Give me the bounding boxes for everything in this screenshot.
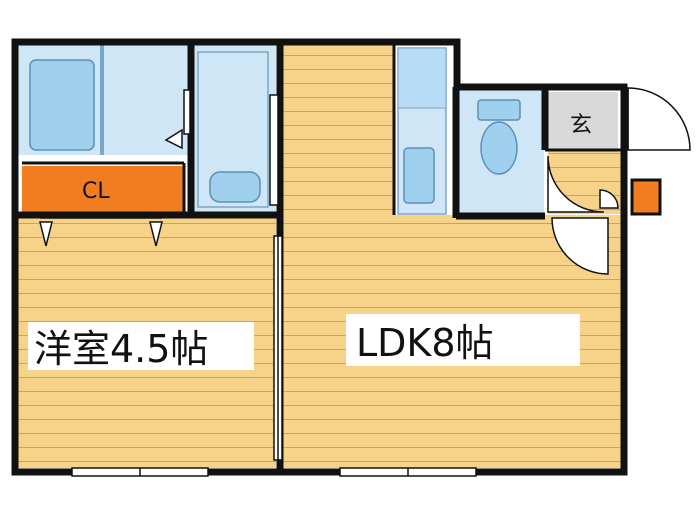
kitchen-counter-top [397, 47, 447, 109]
toilet-bowl-icon [480, 121, 518, 175]
western-room-label-bg [28, 322, 254, 370]
closet-label: CL [82, 179, 110, 204]
closet-area [22, 166, 184, 212]
washroom-sliding-door [269, 94, 279, 206]
thin-walls [22, 45, 624, 215]
entrance-step [599, 189, 619, 209]
entrance-door [627, 87, 691, 151]
entrance-floor [548, 92, 618, 152]
closet-doors [39, 217, 163, 247]
entrance-label: 玄 [570, 113, 592, 138]
bathtub-icon [29, 59, 95, 151]
kitchen-sink-icon [403, 147, 435, 204]
windows [71, 467, 477, 477]
toilet-door [547, 155, 605, 213]
ldk-floor [282, 45, 394, 245]
hall-door [551, 217, 609, 275]
ldk-label-bg [346, 314, 580, 366]
ldk-label: LDK8帖 [356, 321, 494, 365]
shoe-box [630, 178, 662, 216]
sliding-door [273, 235, 283, 461]
washbasin-icon [209, 171, 261, 203]
bathroom-door [164, 89, 191, 150]
western-room-label: 洋室4.5帖 [34, 327, 208, 371]
toilet-tank-icon [477, 99, 521, 121]
bathroom-divider [100, 45, 104, 155]
